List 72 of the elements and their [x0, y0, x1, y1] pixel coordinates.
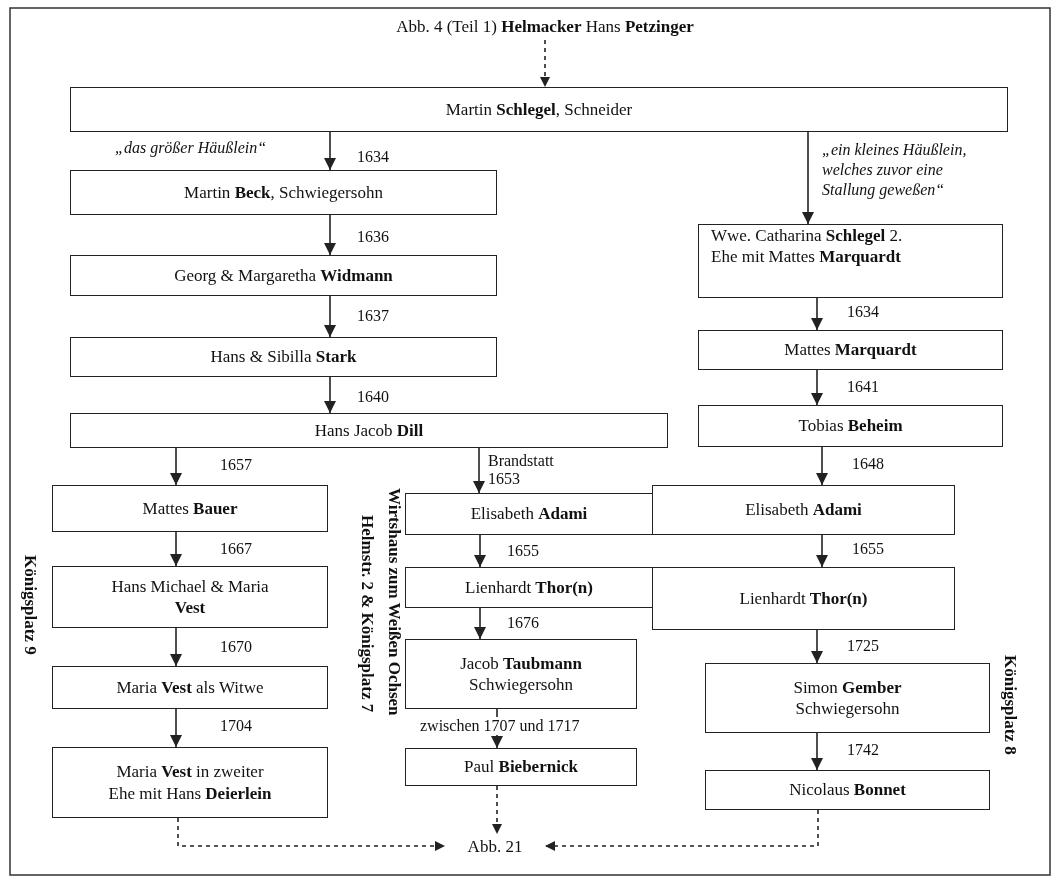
name-text: Maria Vest in zweiter Ehe mit Hans Deierlein: [107, 761, 273, 804]
arrow: [473, 447, 485, 494]
record-box: [698, 330, 1003, 370]
name-text: Simon Gember Schwiegersohn: [792, 676, 903, 720]
name-text: Georg & Margaretha Widmann: [174, 264, 393, 287]
record-box: [705, 663, 990, 733]
name-text: Maria Vest als Witwe: [116, 676, 264, 699]
arrow: [324, 295, 336, 338]
arrow: [170, 708, 182, 748]
record-box: [698, 224, 1003, 298]
arrow: [492, 785, 502, 835]
name-text: Paul Biebernick: [464, 756, 578, 778]
arrow: [177, 817, 446, 851]
arrow: [474, 607, 486, 640]
arrow: [324, 214, 336, 256]
arrow: [802, 131, 814, 225]
name-text: Lienhardt Thor(n): [465, 576, 593, 599]
street-label: Wirtshaus zum Weißen Ochsen: [384, 488, 406, 716]
street-label: Helmstr. 2 & Königsplatz 7: [357, 515, 379, 713]
record-box: [70, 170, 497, 215]
name-text: Elisabeth Adami: [470, 503, 588, 525]
name-text: Jacob Taubmann Schwiegersohn: [459, 652, 583, 696]
record-box: [405, 493, 653, 535]
name-text: Mattes Marquardt: [784, 339, 917, 361]
arrow: [474, 534, 486, 568]
street-label: Königsplatz 9: [20, 555, 42, 655]
name-text: Mattes Bauer: [142, 497, 238, 520]
name-text: Elisabeth Adami: [745, 499, 862, 521]
arrow: [170, 447, 182, 486]
record-box: [70, 413, 668, 448]
name-text: Hans & Sibilla Stark: [210, 346, 357, 368]
name-text: Martin Beck, Schwiegersohn: [184, 181, 383, 204]
name-text: Hans Michael & Maria Vest: [110, 575, 270, 619]
quote-text: „das größer Häußlein“: [115, 138, 267, 158]
name-text: Lienhardt Thor(n): [739, 587, 868, 610]
arrow: [811, 297, 823, 331]
name-text: Nicolaus Bonnet: [789, 779, 906, 801]
arrow: [811, 629, 823, 664]
arrow: [816, 446, 828, 486]
name-text: Hans Jacob Dill: [314, 419, 424, 442]
record-box: [52, 747, 328, 818]
quote-text: „ein kleines Häußlein, welches zuvor eine Stallung geweßen“: [822, 140, 968, 200]
arrow: [170, 531, 182, 567]
record-box: [70, 337, 497, 377]
record-box: [70, 87, 1008, 132]
record-box: [405, 748, 637, 786]
edge-label: zwischen 1707 und 1717: [418, 717, 582, 735]
caption-text: Abb. 21: [445, 834, 545, 858]
arrow: [811, 369, 823, 406]
record-box: [652, 567, 955, 630]
edge-label: Brandstatt 1653: [487, 452, 555, 488]
record-box: [652, 485, 955, 535]
arrow: [544, 809, 819, 851]
arrow: [324, 131, 336, 171]
arrow: [540, 39, 550, 88]
arrow: [816, 534, 828, 568]
record-box: [405, 567, 653, 608]
record-box: [70, 255, 497, 296]
record-box: [698, 405, 1003, 447]
name-text: Wwe. Catharina Schlegel 2. Ehe mit Mattes Marquardt: [711, 225, 904, 268]
record-box: [52, 566, 328, 628]
record-box: [52, 666, 328, 709]
record-box: [705, 770, 990, 810]
street-label: Königsplatz 8: [1000, 655, 1022, 755]
arrow: [170, 627, 182, 667]
name-text: Tobias Beheim: [798, 415, 903, 437]
record-box: [52, 485, 328, 532]
name-text: Martin Schlegel, Schneider: [445, 98, 633, 121]
arrow: [324, 376, 336, 414]
arrow: [811, 732, 823, 771]
caption-text: Abb. 4 (Teil 1) Helmacker Hans Petzinger: [340, 14, 750, 40]
record-box: [405, 639, 637, 709]
